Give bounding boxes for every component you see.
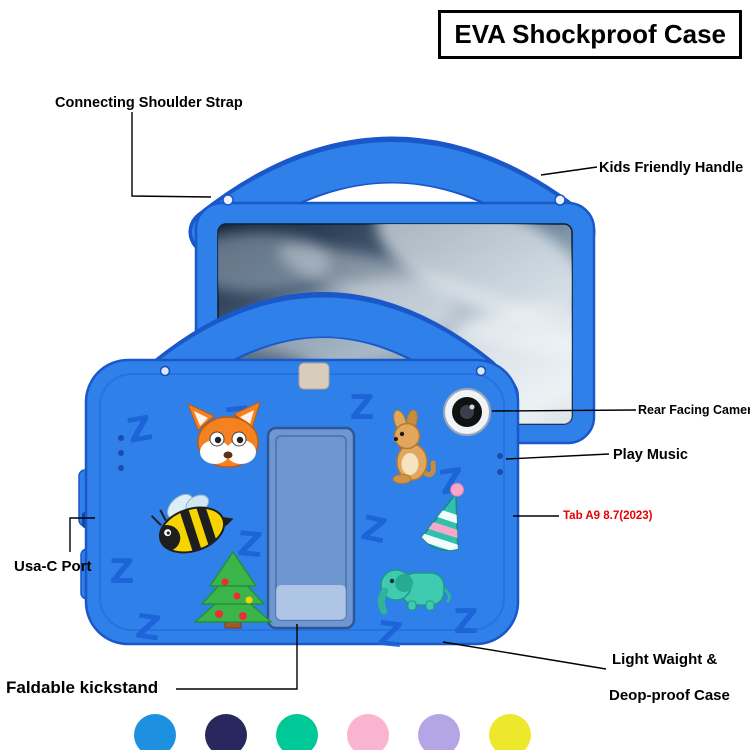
- speaker-holes-left: [118, 435, 124, 471]
- strap-hole-left: [222, 194, 234, 206]
- color-swatch-pink: [347, 714, 389, 750]
- svg-text:Z: Z: [437, 460, 467, 503]
- front-strap-hole-left: [159, 365, 171, 377]
- callout-lines: [69, 112, 637, 690]
- color-swatch-yellow: [489, 714, 531, 750]
- svg-text:Z: Z: [376, 614, 405, 656]
- label-model: Tab A9 8.7(2023): [563, 510, 653, 522]
- tree-charm: [193, 550, 273, 629]
- label-shoulder-strap: Connecting Shoulder Strap: [55, 95, 243, 111]
- label-handle: Kids Friendly Handle: [599, 160, 744, 176]
- tablet-case-front: Z Z Z Z Z Z Z Z Z Z: [78, 292, 520, 656]
- color-swatch-blue: [134, 714, 176, 750]
- rear-camera: [443, 388, 491, 436]
- speaker-holes-right: [497, 453, 503, 475]
- fox-charm: [187, 401, 261, 468]
- label-usb-port: Usa-C Port: [14, 558, 92, 575]
- label-kickstand: Faldable kickstand: [6, 678, 159, 697]
- callout-line-play-music: [505, 453, 610, 460]
- label-play-music: Play Music: [613, 447, 688, 463]
- callout-line-camera: [491, 409, 637, 412]
- svg-text:Z: Z: [236, 524, 264, 566]
- strap-hole-right: [554, 194, 566, 206]
- elephant-charm: [377, 569, 451, 615]
- callout-line-durability: [442, 641, 607, 670]
- color-swatch-lavender: [418, 714, 460, 750]
- label-durability-line2: Deop-proof Case: [609, 687, 730, 704]
- label-durability-line1: Light Waight &: [612, 651, 718, 668]
- svg-text:Z: Z: [454, 602, 479, 642]
- color-swatch-teal: [276, 714, 318, 750]
- callout-line-kickstand: [176, 624, 298, 690]
- svg-text:Z: Z: [110, 552, 135, 592]
- callout-line-usb-port: [69, 517, 95, 552]
- label-camera: Rear Facing Camera: [638, 403, 750, 417]
- front-strap-hole-right: [475, 365, 487, 377]
- callout-line-shoulder-strap: [131, 112, 212, 198]
- kangaroo-charm: [392, 409, 436, 484]
- svg-text:Z: Z: [133, 606, 163, 649]
- bee-charm: [150, 493, 234, 554]
- callout-line-handle: [540, 166, 598, 176]
- product-title: EVA Shockproof Case: [438, 10, 742, 59]
- color-swatch-navy: [205, 714, 247, 750]
- svg-text:Z: Z: [350, 388, 375, 428]
- kickstand: [266, 362, 356, 630]
